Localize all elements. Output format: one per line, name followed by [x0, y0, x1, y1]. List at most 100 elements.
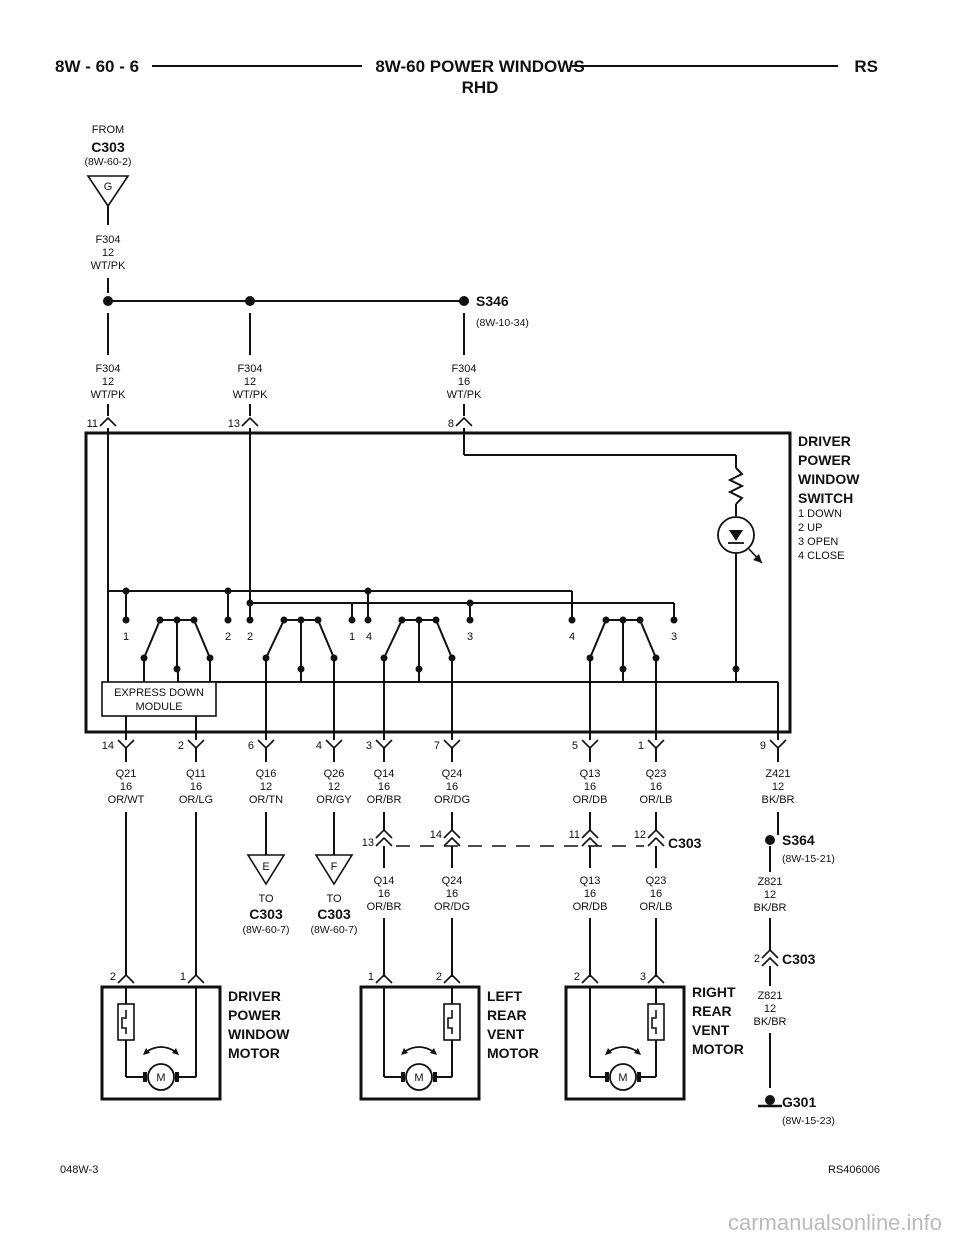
page-number: 8W - 60 - 6	[55, 57, 139, 76]
svg-text:VENT: VENT	[692, 1022, 730, 1038]
splice-bus: S346 (8W-10-34)	[103, 293, 529, 355]
svg-text:BK/BR: BK/BR	[753, 902, 786, 914]
svg-text:3: 3	[467, 631, 473, 643]
svg-text:2: 2	[574, 971, 580, 983]
svg-text:3: 3	[640, 971, 646, 983]
svg-text:4: 4	[366, 631, 372, 643]
svg-text:16: 16	[650, 781, 662, 793]
svg-text:1: 1	[349, 631, 355, 643]
svg-text:1: 1	[180, 971, 186, 983]
svg-text:2: 2	[247, 631, 253, 643]
svg-text:16: 16	[650, 888, 662, 900]
svg-text:VENT: VENT	[487, 1026, 525, 1042]
svg-text:WT/PK: WT/PK	[91, 260, 126, 272]
svg-text:OR/WT: OR/WT	[108, 794, 145, 806]
svg-text:WINDOW: WINDOW	[798, 471, 860, 487]
page-subtitle: RHD	[462, 78, 499, 97]
svg-text:M: M	[618, 1072, 627, 1084]
svg-text:13: 13	[228, 418, 240, 430]
svg-text:12: 12	[764, 889, 776, 901]
c303-inline-label: C303	[668, 835, 702, 851]
svg-text:9: 9	[760, 740, 766, 752]
svg-text:OR/DB: OR/DB	[573, 901, 608, 913]
svg-text:(8W-60-7): (8W-60-7)	[310, 924, 357, 936]
svg-text:1 DOWN: 1 DOWN	[798, 508, 842, 520]
svg-text:Q16: Q16	[256, 768, 277, 780]
svg-text:(8W-15-21): (8W-15-21)	[782, 853, 835, 865]
svg-text:2: 2	[178, 740, 184, 752]
to-c303-e: E TO C303 (8W-60-7)	[242, 812, 290, 936]
footer-right-code: RS406006	[828, 1164, 880, 1176]
svg-text:14: 14	[102, 740, 114, 752]
svg-text:5: 5	[572, 740, 578, 752]
ground-g301: G301	[782, 1094, 816, 1110]
svg-text:16: 16	[120, 781, 132, 793]
svg-text:C303: C303	[782, 951, 816, 967]
svg-text:SWITCH: SWITCH	[798, 490, 853, 506]
svg-text:Q13: Q13	[580, 768, 601, 780]
svg-text:LEFT: LEFT	[487, 988, 522, 1004]
output-pins: 14 2 6 4 3 7 5 1 9	[102, 739, 787, 762]
svg-text:FROM: FROM	[92, 124, 124, 136]
svg-text:4 CLOSE: 4 CLOSE	[798, 550, 844, 562]
svg-text:3: 3	[366, 740, 372, 752]
svg-text:(8W-10-34): (8W-10-34)	[476, 317, 529, 329]
svg-text:Q26: Q26	[324, 768, 345, 780]
svg-text:OR/LG: OR/LG	[179, 794, 213, 806]
svg-text:13: 13	[362, 837, 374, 849]
svg-text:WT/PK: WT/PK	[233, 389, 268, 401]
svg-text:POWER: POWER	[798, 452, 851, 468]
svg-text:OR/TN: OR/TN	[249, 794, 283, 806]
svg-text:Q21: Q21	[116, 768, 137, 780]
footer-left-code: 048W-3	[60, 1164, 98, 1176]
svg-text:1: 1	[123, 631, 129, 643]
svg-text:RIGHT: RIGHT	[692, 984, 736, 1000]
svg-text:8: 8	[448, 418, 454, 430]
svg-text:Q11: Q11	[186, 768, 206, 780]
svg-text:2: 2	[754, 953, 760, 965]
right-rear-vent-motor: 2 3 M RIGHT REAR VENT MOTOR	[564, 971, 744, 1101]
svg-text:2: 2	[225, 631, 231, 643]
svg-text:12: 12	[244, 376, 256, 388]
svg-text:Q14: Q14	[374, 768, 395, 780]
output-wire-labels: Q21 16 OR/WT Q11 16 OR/LG Q16 12 OR/TN Q…	[108, 768, 795, 806]
svg-text:16: 16	[584, 781, 596, 793]
svg-text:Q24: Q24	[442, 768, 463, 780]
svg-text:12: 12	[102, 376, 114, 388]
svg-text:S364: S364	[782, 832, 815, 848]
svg-text:2: 2	[436, 971, 442, 983]
left-rear-vent-motor: 1 2 M LEFT REAR VENT MOTOR	[359, 971, 539, 1101]
c303-inline-connector: 13 14 11 12 C303	[362, 812, 702, 868]
svg-text:G: G	[104, 181, 113, 193]
svg-text:Q24: Q24	[442, 875, 463, 887]
input-wires: F304 12 WT/PK F304 12 WT/PK F304 16 WT/P…	[87, 363, 482, 430]
svg-text:M: M	[156, 1072, 165, 1084]
driver-power-window-motor: 2 1 M DRIVER POWER WINDOW MOTOR	[100, 812, 290, 1101]
svg-text:TO: TO	[258, 893, 274, 905]
svg-text:BK/BR: BK/BR	[753, 1016, 786, 1028]
svg-text:MOTOR: MOTOR	[228, 1045, 280, 1061]
svg-text:Q23: Q23	[646, 875, 667, 887]
svg-text:REAR: REAR	[692, 1003, 732, 1019]
svg-text:DRIVER: DRIVER	[228, 988, 281, 1004]
svg-text:12: 12	[102, 247, 114, 259]
after-c303-wires: Q14 16 OR/BR Q24 16 OR/DG Q13 16 OR/DB Q…	[367, 875, 673, 977]
svg-text:WT/PK: WT/PK	[91, 389, 126, 401]
svg-text:Z821: Z821	[757, 876, 782, 888]
svg-text:C303: C303	[249, 906, 283, 922]
svg-text:OR/LB: OR/LB	[639, 901, 672, 913]
svg-text:OR/BR: OR/BR	[367, 901, 402, 913]
svg-text:1: 1	[638, 740, 644, 752]
svg-text:11: 11	[87, 418, 98, 430]
svg-text:MOTOR: MOTOR	[487, 1045, 539, 1061]
svg-text:WT/PK: WT/PK	[447, 389, 482, 401]
page-title: 8W-60 POWER WINDOWS	[375, 57, 584, 76]
express-down-module	[101, 681, 217, 717]
svg-text:MODULE: MODULE	[135, 701, 182, 713]
svg-text:2: 2	[110, 971, 116, 983]
svg-text:TO: TO	[326, 893, 342, 905]
watermark: carmanualsonline.info	[728, 1210, 942, 1235]
svg-text:OR/DG: OR/DG	[434, 901, 470, 913]
section-code: RS	[854, 57, 878, 76]
